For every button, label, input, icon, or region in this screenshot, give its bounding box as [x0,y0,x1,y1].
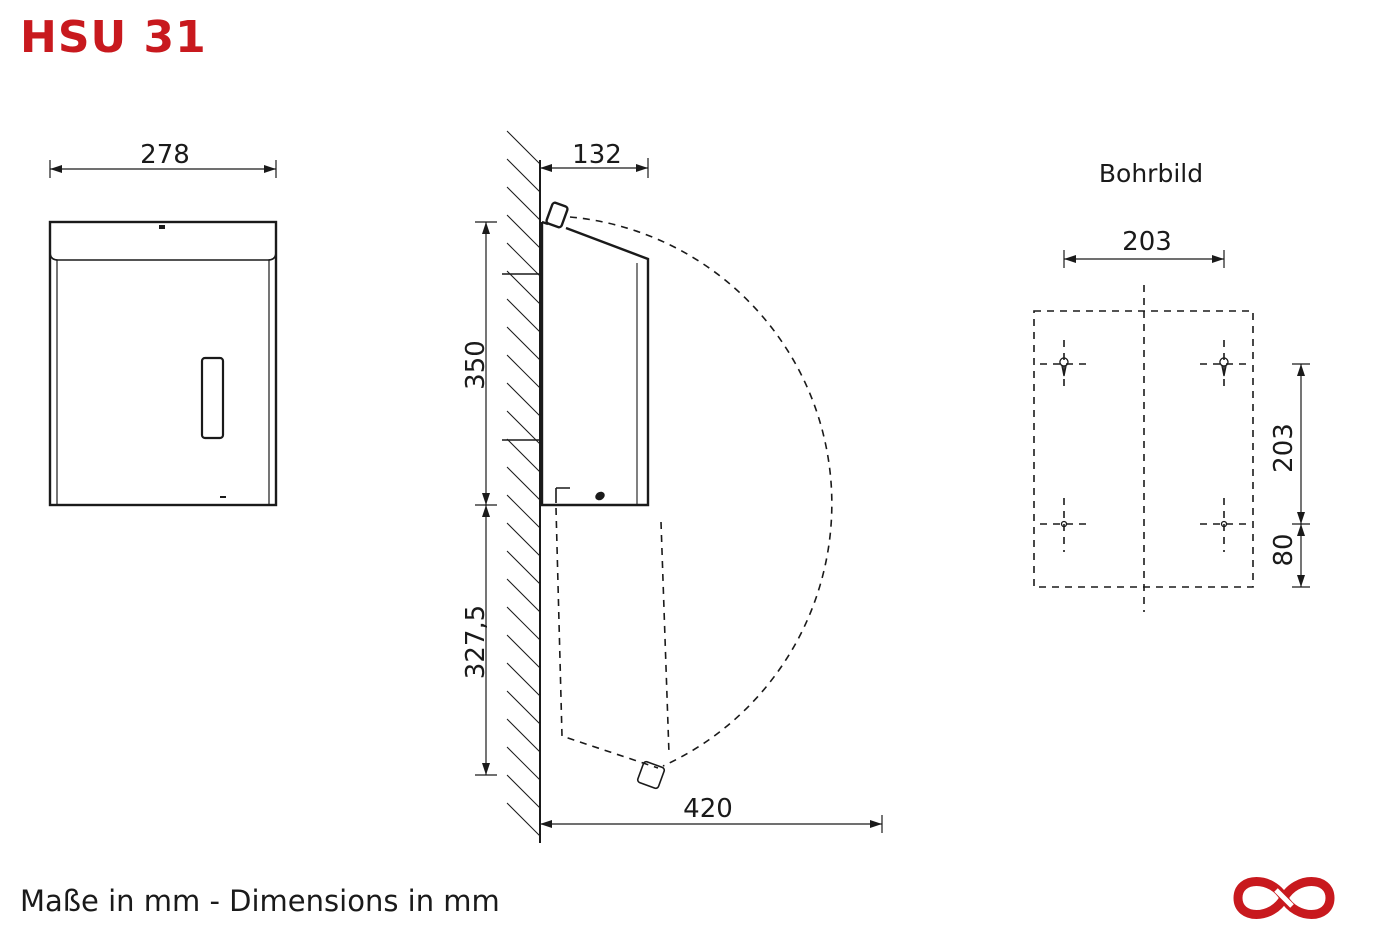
drill-vertical-label: 203 [1269,423,1299,473]
dispenser-front-body [48,220,278,507]
page-title: HSU 31 [20,12,207,63]
front-width-dimension: 278 [49,140,277,178]
open-cover-outline [555,216,833,790]
swing-dimension: 420 [540,794,883,833]
drill-bottom-offset-label: 80 [1269,533,1299,566]
keyhole-top-left [1040,340,1088,392]
side-height-label: 350 [461,340,491,390]
mounting-outline [1033,285,1254,612]
front-view: 278 [48,140,278,507]
drill-pattern-title: Bohrbild [1099,159,1203,188]
open-drop-label: 327,5 [461,605,491,679]
side-height-dimension: 350 [461,221,497,506]
wall-hatching [502,130,541,843]
drill-horizontal-label: 203 [1122,227,1172,257]
side-depth-label: 132 [572,140,622,170]
side-depth-dimension: 132 [540,140,649,178]
drill-hole-bottom-left [1040,498,1088,552]
lock-icon [159,225,165,229]
drill-vertical-dimension: 203 80 [1269,363,1310,588]
drill-pattern: Bohrbild 203 [1033,159,1310,612]
open-drop-dimension: 327,5 [461,505,497,776]
side-view: 132 350 327,5 420 [461,130,883,843]
hinge-icon [545,201,569,229]
drill-hole-bottom-right [1200,498,1248,552]
interlocking-loops-logo-icon [1233,877,1335,919]
drill-horizontal-dimension: 203 [1063,227,1225,268]
dispenser-side-body [540,201,650,507]
keyhole-top-right [1200,340,1248,392]
front-width-label: 278 [140,140,190,170]
viewing-window [200,356,225,440]
units-note: Maße in mm - Dimensions in mm [20,884,500,918]
swing-label: 420 [683,794,733,824]
lock-icon [595,491,605,501]
